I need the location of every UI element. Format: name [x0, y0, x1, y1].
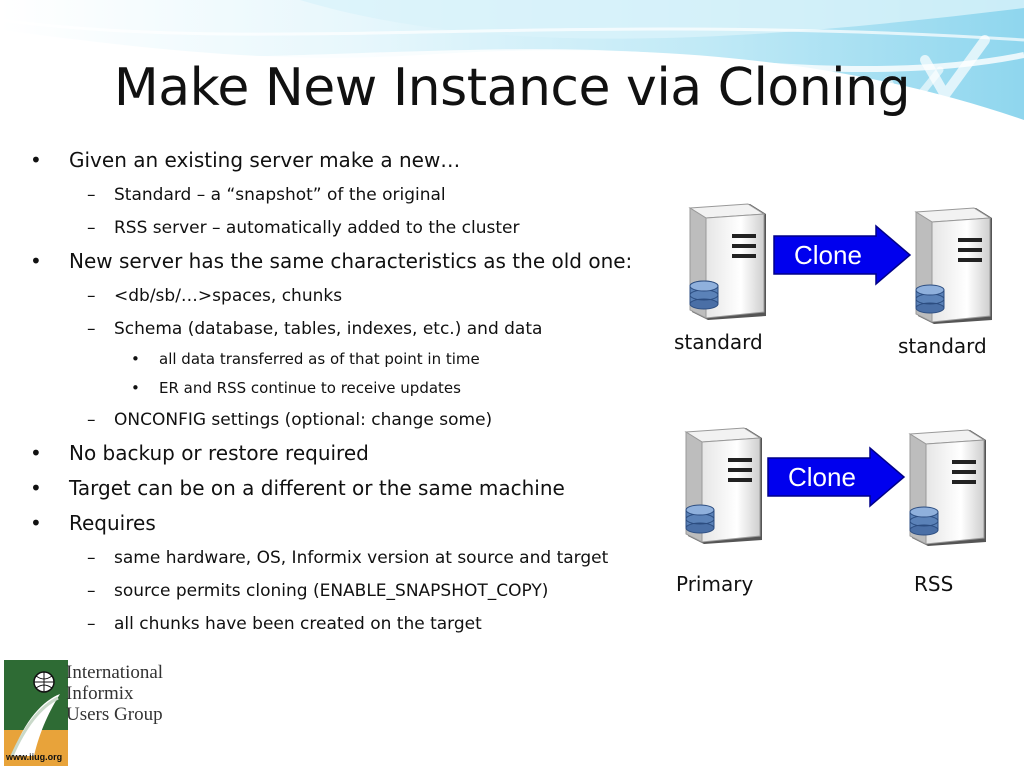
target-caption: standard [898, 334, 987, 358]
database-icon [689, 280, 719, 310]
database-icon [685, 504, 715, 534]
logo-url[interactable]: www.iiug.org [6, 752, 63, 762]
bullet-item: Target can be on a different or the same… [30, 475, 670, 502]
sub-bullet-item: RSS server – automatically added to the … [30, 216, 670, 240]
logo-line: Informix [66, 683, 134, 704]
sub-bullet-item: Standard – a “snapshot” of the original [30, 183, 670, 207]
clone-arrow-label: Clone [794, 240, 862, 270]
clone-arrow-label: Clone [788, 462, 856, 492]
slide-title: Make New Instance via Cloning [113, 58, 911, 118]
bullet-item: No backup or restore required [30, 440, 670, 467]
arrow-right-icon [767, 446, 906, 508]
logo-line: Users Group [66, 704, 163, 725]
iiug-logo: International Informix Users Group www.i… [0, 660, 176, 768]
server-icon [908, 429, 986, 546]
source-caption: Primary [676, 572, 754, 596]
logo-wordmark: International Informix Users Group [66, 662, 163, 725]
iiug-badge-icon [4, 660, 68, 766]
target-caption: RSS [914, 572, 954, 596]
server-icon [684, 427, 762, 544]
bullet-item: New server has the same characteristics … [30, 248, 670, 275]
bullet-list: Given an existing server make a new… Sta… [30, 147, 670, 636]
clone-diagram: Clone standard standard [660, 190, 1020, 620]
bullet-item: Given an existing server make a new… [30, 147, 670, 174]
sub-sub-bullet-item: ER and RSS continue to receive updates [30, 377, 670, 399]
source-caption: standard [674, 330, 763, 354]
database-icon [909, 506, 939, 536]
bullet-item: Requires [30, 510, 670, 537]
server-icon [914, 207, 992, 324]
sub-bullet-item: <db/sb/…>spaces, chunks [30, 284, 670, 308]
header-wave-decoration [0, 0, 1024, 120]
sub-sub-bullet-item: all data transferred as of that point in… [30, 348, 670, 370]
sub-bullet-item: all chunks have been created on the targ… [30, 612, 670, 636]
arrow-right-icon [773, 224, 912, 286]
sub-bullet-item: source permits cloning (ENABLE_SNAPSHOT_… [30, 579, 670, 603]
sub-bullet-item: same hardware, OS, Informix version at s… [30, 546, 670, 570]
logo-line: International [66, 662, 164, 683]
server-icon [688, 203, 766, 320]
database-icon [915, 284, 945, 314]
sub-bullet-item: ONCONFIG settings (optional: change some… [30, 408, 670, 432]
sub-bullet-item: Schema (database, tables, indexes, etc.)… [30, 317, 670, 341]
